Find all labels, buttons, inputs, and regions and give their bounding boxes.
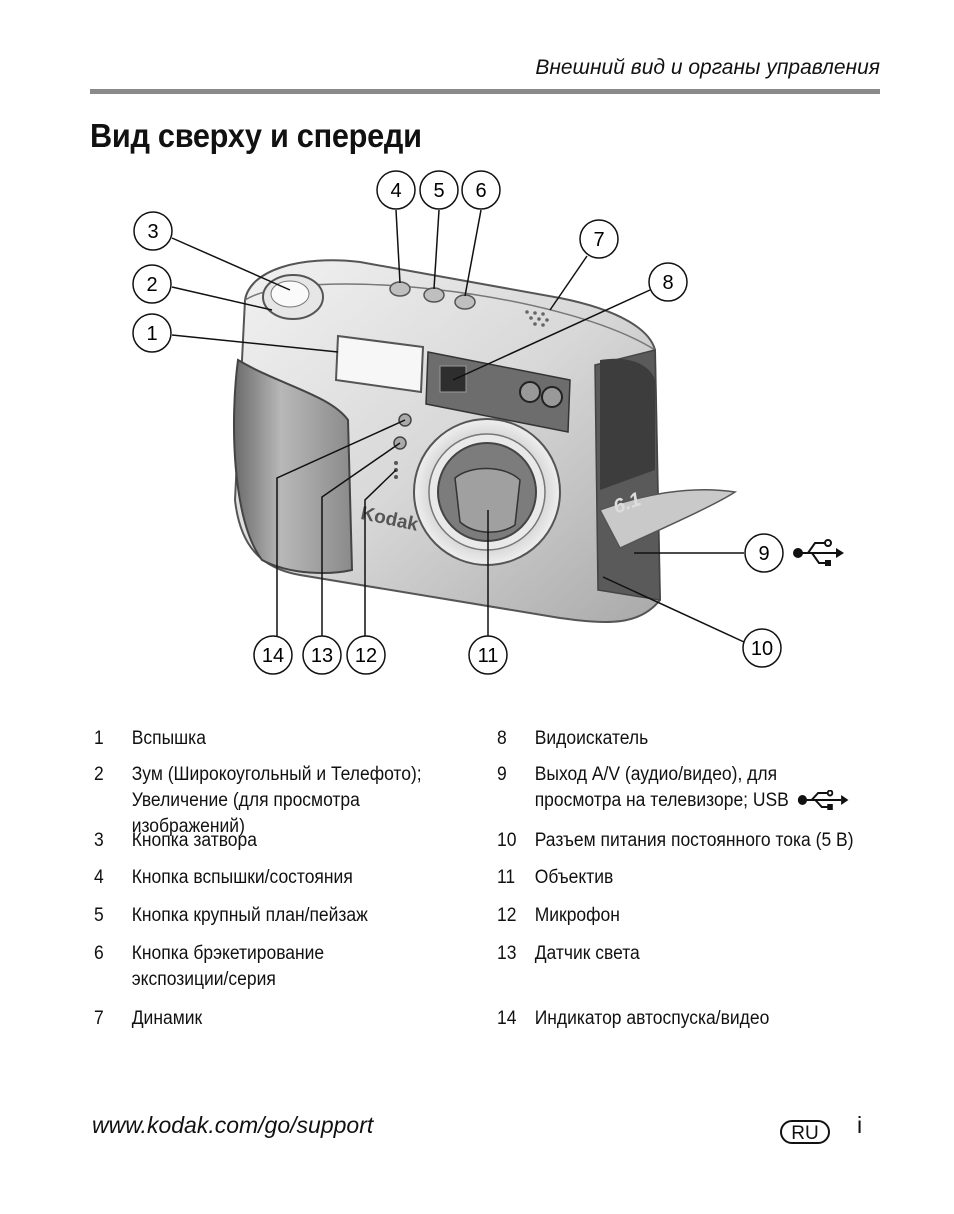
top-plate — [262, 274, 549, 327]
callout-11: 11 — [468, 635, 508, 675]
legend-number: 2 — [94, 764, 104, 785]
legend-number: 10 — [497, 830, 517, 851]
usb-icon — [793, 539, 844, 566]
usb-icon — [798, 789, 849, 810]
legend-item: 14 Индикатор автоспуска/видео — [497, 1006, 865, 1036]
legend-text: Объектив — [534, 867, 614, 888]
legend-text: Кнопка затвора — [131, 830, 257, 851]
callout-8: 8 — [648, 262, 688, 302]
legend-right-column: 8 Видоискатель 9 Выход A/V (аудио/видео), … — [497, 726, 897, 1036]
callout-1: 1 — [132, 313, 172, 353]
callout-9: 9 — [744, 533, 784, 573]
leader-lines — [171, 209, 745, 643]
legend-text: Видоискатель — [534, 728, 649, 749]
legend-number: 9 — [497, 764, 507, 785]
callout-5: 5 — [419, 170, 459, 210]
svg-text:2: 2 — [146, 274, 157, 296]
legend-text: Датчик света — [534, 943, 640, 964]
svg-text:9: 9 — [758, 543, 769, 565]
callout-12: 12 — [346, 635, 386, 675]
page-title: Вид сверху и спереди — [90, 117, 422, 154]
svg-text:14: 14 — [262, 645, 284, 667]
header-rule — [90, 89, 880, 94]
svg-text:1: 1 — [146, 323, 157, 345]
legend-number: 11 — [497, 867, 516, 888]
svg-text:7: 7 — [593, 229, 604, 251]
svg-text:11: 11 — [478, 645, 499, 667]
legend-item: 13 Датчик света — [497, 941, 865, 1006]
legend-item: 8 Видоискатель — [497, 726, 865, 762]
callout-4: 4 — [376, 170, 416, 210]
legend-text: Микрофон — [534, 905, 620, 926]
legend-number: 4 — [94, 867, 104, 888]
legend-number: 13 — [497, 943, 517, 964]
camera-diagram: Kodak 6.1 1 2 3 4 5 6 7 8 9 10 11 12 13 … — [132, 170, 844, 675]
page-number: i — [857, 1112, 863, 1138]
legend-text: Вспышка — [131, 728, 206, 749]
legend-number: 7 — [94, 1008, 104, 1029]
legend-left-column: 1 Вспышка 2 Зум (Широкоугольный и Телефото… — [94, 726, 494, 1036]
svg-text:10: 10 — [751, 638, 773, 660]
legend-text: Индикатор автоспуска/видео — [534, 1008, 770, 1029]
legend-item: 7 Динамик — [94, 1006, 462, 1036]
callout-13: 13 — [302, 635, 342, 675]
legend-item: 4 Кнопка вспышки/состояния — [94, 865, 462, 903]
support-url-link[interactable]: www.kodak.com/go/support — [92, 1112, 374, 1138]
callout-10: 10 — [742, 628, 782, 668]
legend-text: Кнопка крупный план/пейзаж — [131, 905, 368, 926]
svg-text:5: 5 — [433, 180, 444, 202]
legend-text: Разъем питания постоянного тока (5 В) — [534, 830, 854, 851]
callout-14: 14 — [253, 635, 293, 675]
lens — [413, 418, 561, 566]
legend-number: 6 — [94, 943, 104, 964]
legend-number: 3 — [94, 830, 104, 851]
legend-item: 11 Объектив — [497, 865, 865, 903]
svg-text:6: 6 — [475, 180, 486, 202]
legend-number: 1 — [94, 728, 104, 749]
svg-text:8: 8 — [662, 272, 673, 294]
legend-item: 12 Микрофон — [497, 903, 865, 941]
legend-text: Зум (Широкоугольный и Телефото);Увеличен… — [131, 764, 422, 837]
section-title: Внешний вид и органы управления — [535, 56, 880, 79]
callout-6: 6 — [461, 170, 501, 210]
legend-item: 10 Разъем питания постоянного тока (5 В) — [497, 828, 865, 865]
legend-item: 3 Кнопка затвора — [94, 828, 462, 865]
language-badge: RU — [780, 1120, 830, 1144]
flash-window — [334, 334, 425, 394]
viewfinder-panel — [425, 351, 571, 433]
callout-3: 3 — [133, 211, 173, 251]
legend-text: Кнопка вспышки/состояния — [131, 867, 353, 888]
legend-item: 2 Зум (Широкоугольный и Телефото);Увеличе… — [94, 762, 462, 837]
callout-2: 2 — [132, 264, 172, 304]
callout-7: 7 — [579, 219, 619, 259]
svg-text:13: 13 — [311, 645, 333, 667]
svg-text:12: 12 — [355, 645, 377, 667]
legend-item: 5 Кнопка крупный план/пейзаж — [94, 903, 462, 941]
svg-text:4: 4 — [390, 180, 401, 202]
legend-number: 5 — [94, 905, 104, 926]
svg-text:3: 3 — [147, 221, 158, 243]
legend-text: Динамик — [131, 1008, 203, 1029]
legend-number: 12 — [497, 905, 517, 926]
legend-item: 1 Вспышка — [94, 726, 462, 762]
legend-number: 8 — [497, 728, 507, 749]
connector-door — [598, 489, 738, 549]
legend-number: 14 — [497, 1008, 517, 1029]
